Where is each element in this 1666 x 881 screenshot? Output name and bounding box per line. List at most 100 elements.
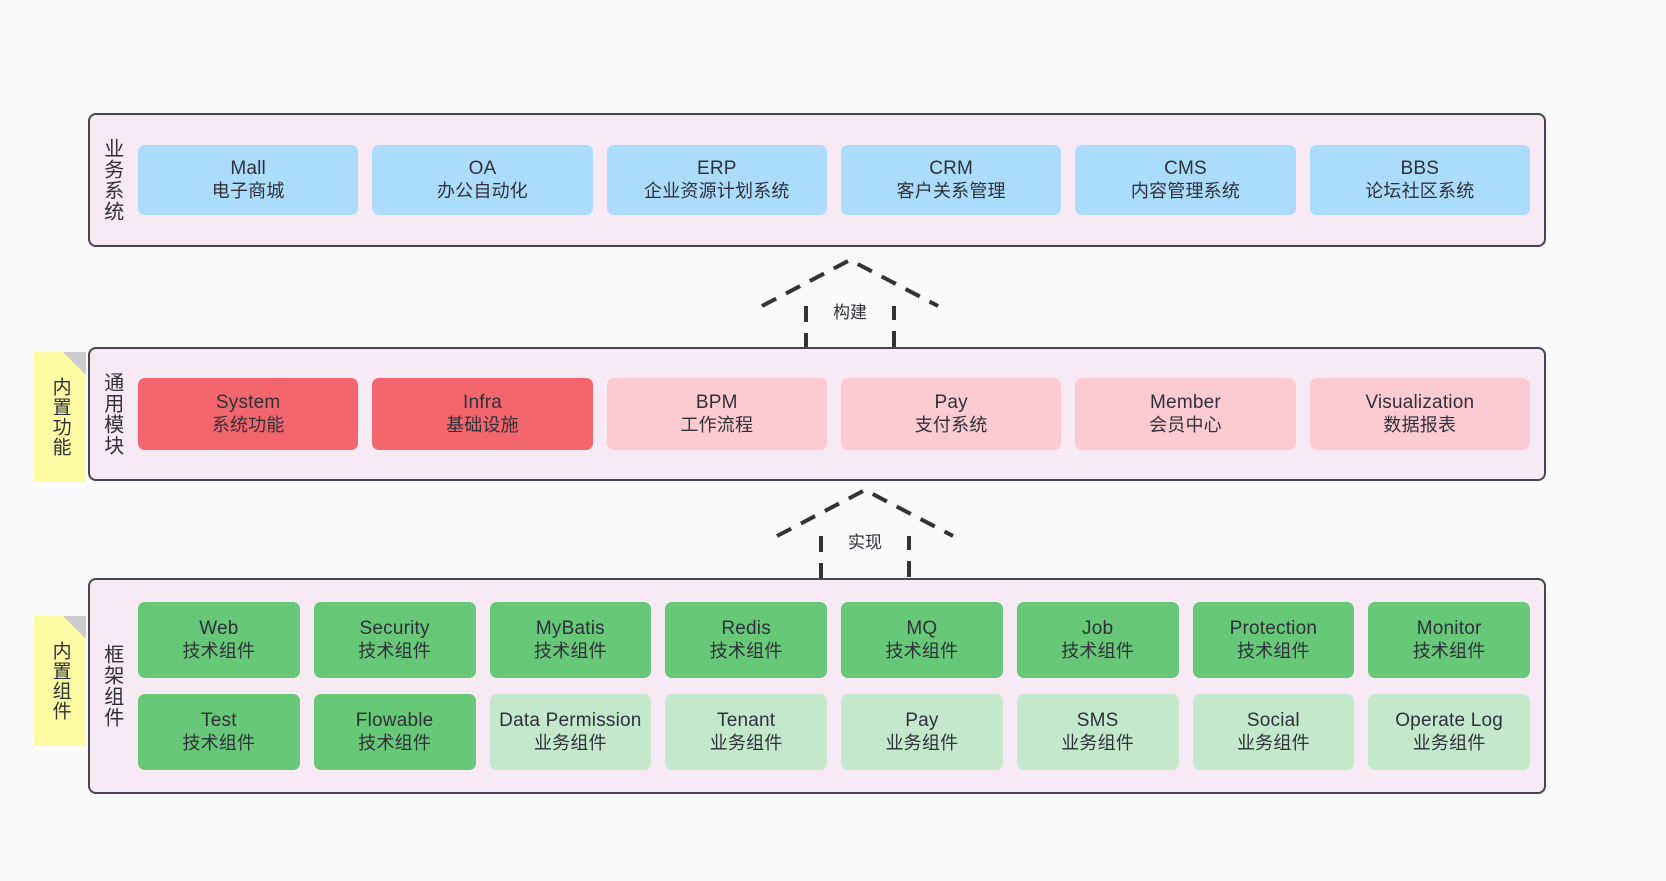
framework-business-row: Test 技术组件 Flowable 技术组件 Data Permission … — [138, 694, 1530, 770]
card-title: Mall — [230, 157, 266, 179]
framework-card-job[interactable]: Job 技术组件 — [1016, 602, 1179, 678]
card-title: SMS — [1076, 709, 1119, 731]
layer-common-module: 通用模块 System 系统功能 Infra 基础设施 BPM 工作流程 Pay… — [88, 347, 1546, 481]
card-title: Social — [1246, 709, 1300, 731]
arrow-build: 构建 — [760, 257, 940, 358]
card-subtitle: 会员中心 — [1149, 414, 1222, 435]
card-subtitle: 技术组件 — [182, 640, 256, 661]
card-title: Test — [201, 709, 237, 731]
card-subtitle: 业务组件 — [1061, 732, 1135, 753]
card-subtitle: 基础设施 — [446, 414, 519, 435]
card-subtitle: 业务组件 — [533, 732, 607, 753]
framework-card-flowable[interactable]: Flowable 技术组件 — [313, 694, 476, 770]
card-title: BBS — [1400, 157, 1440, 179]
card-title: Tenant — [717, 709, 776, 731]
card-subtitle: 技术组件 — [885, 640, 959, 661]
card-title: Job — [1082, 617, 1114, 639]
framework-card-data-permission[interactable]: Data Permission 业务组件 — [489, 694, 652, 770]
card-title: CRM — [929, 157, 974, 179]
card-title: Monitor — [1416, 617, 1482, 639]
sticky-fold-icon — [63, 616, 86, 639]
card-subtitle: 系统功能 — [211, 414, 285, 435]
card-title: MyBatis — [535, 617, 605, 639]
card-subtitle: 业务组件 — [1236, 732, 1310, 753]
framework-card-tenant[interactable]: Tenant 业务组件 — [665, 694, 827, 770]
card-title: Data Permission — [499, 709, 642, 731]
card-title: BPM — [695, 391, 738, 413]
card-subtitle: 业务组件 — [709, 732, 783, 753]
card-title: Member — [1150, 391, 1221, 413]
card-subtitle: 技术组件 — [358, 640, 432, 661]
card-title: Operate Log — [1395, 709, 1504, 731]
card-subtitle: 技术组件 — [1236, 640, 1310, 661]
business-card-cms[interactable]: CMS 内容管理系统 — [1075, 145, 1296, 215]
card-subtitle: 电子商城 — [211, 180, 285, 201]
arrow-implement-label: 实现 — [848, 533, 882, 552]
layer-framework-title: 框架组件 — [100, 644, 123, 728]
business-card-oa[interactable]: OA 办公自动化 — [372, 145, 593, 215]
card-subtitle: 技术组件 — [358, 732, 432, 753]
layer-business-system: 业务系统 Mall 电子商城 OA 办公自动化 ERP 企业资源计划系统 CRM… — [88, 113, 1546, 247]
card-subtitle: 支付系统 — [914, 414, 988, 435]
common-card-member[interactable]: Member 会员中心 — [1075, 378, 1296, 450]
common-card-pay[interactable]: Pay 支付系统 — [840, 378, 1062, 450]
business-card-mall[interactable]: Mall 电子商城 — [138, 145, 359, 215]
card-title: Pay — [905, 709, 939, 731]
card-subtitle: 业务组件 — [885, 732, 959, 753]
common-card-visualization[interactable]: Visualization 数据报表 — [1309, 378, 1530, 450]
card-title: ERP — [696, 157, 737, 179]
card-subtitle: 技术组件 — [709, 640, 783, 661]
arrow-implement: 实现 — [775, 487, 955, 588]
framework-card-security[interactable]: Security 技术组件 — [313, 602, 476, 678]
card-subtitle: 企业资源计划系统 — [644, 180, 790, 201]
card-title: Web — [199, 617, 239, 639]
card-title: Redis — [721, 617, 771, 639]
sticky-fold-icon — [63, 352, 86, 375]
framework-card-operate-log[interactable]: Operate Log 业务组件 — [1368, 694, 1530, 770]
card-subtitle: 客户关系管理 — [896, 180, 1006, 201]
framework-card-monitor[interactable]: Monitor 技术组件 — [1368, 602, 1530, 678]
card-title: Security — [359, 617, 430, 639]
card-subtitle: 工作流程 — [680, 414, 754, 435]
layer-business-body: Mall 电子商城 OA 办公自动化 ERP 企业资源计划系统 CRM 客户关系… — [132, 115, 1544, 245]
framework-card-test[interactable]: Test 技术组件 — [138, 694, 300, 770]
framework-card-mq[interactable]: MQ 技术组件 — [841, 602, 1003, 678]
framework-card-social[interactable]: Social 业务组件 — [1192, 694, 1355, 770]
business-card-erp[interactable]: ERP 企业资源计划系统 — [606, 145, 827, 215]
card-title: Infra — [462, 391, 502, 413]
card-subtitle: 技术组件 — [533, 640, 607, 661]
layer-common-title: 通用模块 — [100, 372, 123, 456]
card-subtitle: 数据报表 — [1383, 414, 1457, 435]
framework-tech-row: Web 技术组件 Security 技术组件 MyBatis 技术组件 Redi… — [138, 602, 1530, 678]
card-title: CMS — [1164, 157, 1207, 179]
card-title: Protection — [1229, 617, 1318, 639]
card-title: Pay — [934, 391, 968, 413]
card-title: OA — [468, 157, 497, 179]
framework-card-protection[interactable]: Protection 技术组件 — [1192, 602, 1355, 678]
card-subtitle: 技术组件 — [1412, 640, 1486, 661]
card-subtitle: 内容管理系统 — [1130, 180, 1241, 201]
framework-card-sms[interactable]: SMS 业务组件 — [1016, 694, 1179, 770]
sticky-note-label: 内置功能 — [49, 377, 71, 457]
sticky-note-builtin-features: 内置功能 — [34, 352, 86, 482]
business-card-bbs[interactable]: BBS 论坛社区系统 — [1309, 145, 1530, 215]
sticky-note-builtin-components: 内置组件 — [34, 616, 86, 746]
common-card-system[interactable]: System 系统功能 — [138, 378, 359, 450]
card-subtitle: 业务组件 — [1412, 732, 1486, 753]
card-title: System — [215, 391, 281, 413]
card-title: MQ — [906, 617, 938, 639]
business-card-row: Mall 电子商城 OA 办公自动化 ERP 企业资源计划系统 CRM 客户关系… — [138, 145, 1530, 215]
framework-card-mybatis[interactable]: MyBatis 技术组件 — [489, 602, 652, 678]
framework-card-pay[interactable]: Pay 业务组件 — [841, 694, 1003, 770]
card-subtitle: 办公自动化 — [436, 180, 528, 201]
common-card-bpm[interactable]: BPM 工作流程 — [606, 378, 827, 450]
common-card-infra[interactable]: Infra 基础设施 — [372, 378, 593, 450]
business-card-crm[interactable]: CRM 客户关系管理 — [840, 145, 1062, 215]
card-subtitle: 技术组件 — [182, 732, 256, 753]
layer-framework-component: 框架组件 Web 技术组件 Security 技术组件 MyBatis 技术组件… — [88, 578, 1546, 794]
layer-common-body: System 系统功能 Infra 基础设施 BPM 工作流程 Pay 支付系统… — [132, 349, 1544, 479]
card-title: Flowable — [355, 709, 434, 731]
framework-card-web[interactable]: Web 技术组件 — [138, 602, 300, 678]
framework-card-redis[interactable]: Redis 技术组件 — [665, 602, 827, 678]
arrow-build-label: 构建 — [833, 303, 867, 322]
